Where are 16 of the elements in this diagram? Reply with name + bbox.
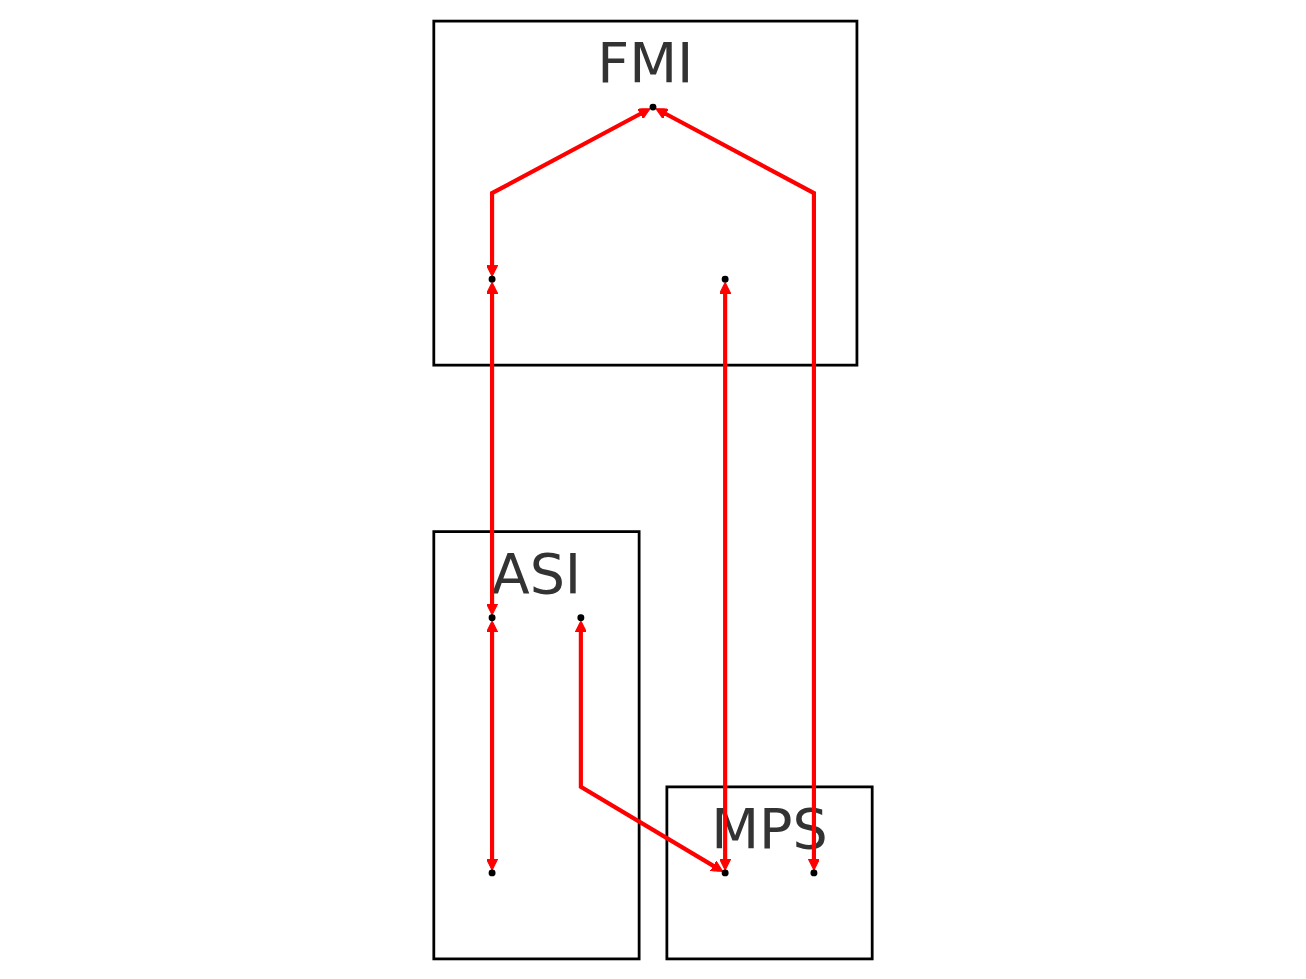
cluster: ASI xyxy=(432,529,641,960)
arrow xyxy=(655,107,821,871)
node-circle xyxy=(488,613,496,621)
node-circle xyxy=(721,275,729,283)
arrow xyxy=(574,619,724,872)
node-circle xyxy=(721,868,729,876)
arrow xyxy=(719,281,732,871)
arrow xyxy=(485,619,499,871)
node-circle xyxy=(810,868,818,876)
node-circle xyxy=(488,868,496,876)
arrow xyxy=(485,281,499,615)
arrow xyxy=(485,107,651,277)
node-circle xyxy=(577,613,585,621)
cluster: FMI xyxy=(432,19,859,367)
node-circle xyxy=(649,103,657,111)
node-circle xyxy=(488,275,496,283)
